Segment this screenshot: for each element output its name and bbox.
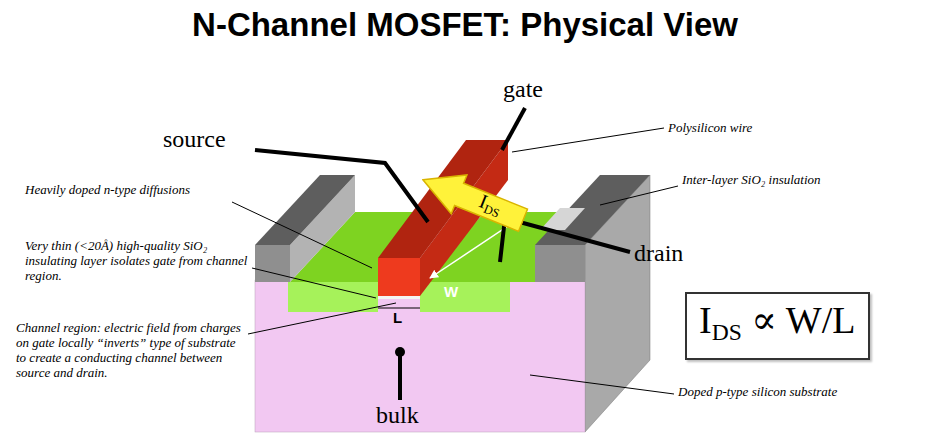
terminal-label: bulk [376, 402, 419, 429]
formula-text: IDS ∝ W/L [699, 298, 856, 354]
note-label: Very thin (<20Å) high-quality SiO₂ insul… [25, 238, 250, 283]
gate-front [378, 258, 420, 296]
p-substrate [255, 280, 585, 432]
oxide-front [535, 245, 585, 282]
arrow-shape [414, 159, 532, 241]
oxide-notch [540, 208, 585, 230]
arrow-text-holder: IDS [447, 172, 532, 241]
dimension-label: L [393, 310, 402, 326]
terminal-label: gate [503, 76, 543, 103]
dimension-label: W [444, 284, 458, 300]
note-leader [512, 128, 664, 152]
note-label: Polysilicon wire [668, 120, 752, 135]
note-leader [248, 303, 396, 334]
note-label: Doped p-type silicon substrate [678, 384, 848, 399]
gate-leader [502, 108, 525, 150]
current-label: IDS [474, 189, 506, 224]
note-label: Inter-layer SiO₂ insulation [682, 172, 832, 187]
oxide-top [255, 175, 355, 245]
arrow-body [415, 160, 531, 239]
note-label: Channel region: electric field from char… [16, 320, 246, 380]
terminal-label: source [163, 126, 226, 153]
bulk-dot [395, 347, 405, 357]
title: N-Channel MOSFET: Physical View [0, 6, 930, 44]
current-arrow: IDS [414, 159, 532, 241]
drain-diffusion [420, 282, 510, 312]
source-leader [255, 150, 428, 222]
note-leader [252, 268, 376, 298]
note-leader [600, 186, 678, 205]
note-leader [530, 375, 674, 394]
formula-holder: IDS ∝ W/L [699, 298, 856, 354]
note-label: Heavily doped n-type diffusions [25, 182, 230, 197]
note-leader [232, 202, 372, 268]
gate-oxide [378, 296, 420, 299]
formula-box: IDS ∝ W/L [685, 292, 870, 360]
oxide-front [255, 245, 290, 282]
terminal-label: drain [634, 240, 683, 267]
oxide-top [535, 175, 650, 245]
length-dimension [378, 308, 420, 309]
source-diffusion [288, 282, 378, 312]
bulk-leader [398, 352, 402, 400]
